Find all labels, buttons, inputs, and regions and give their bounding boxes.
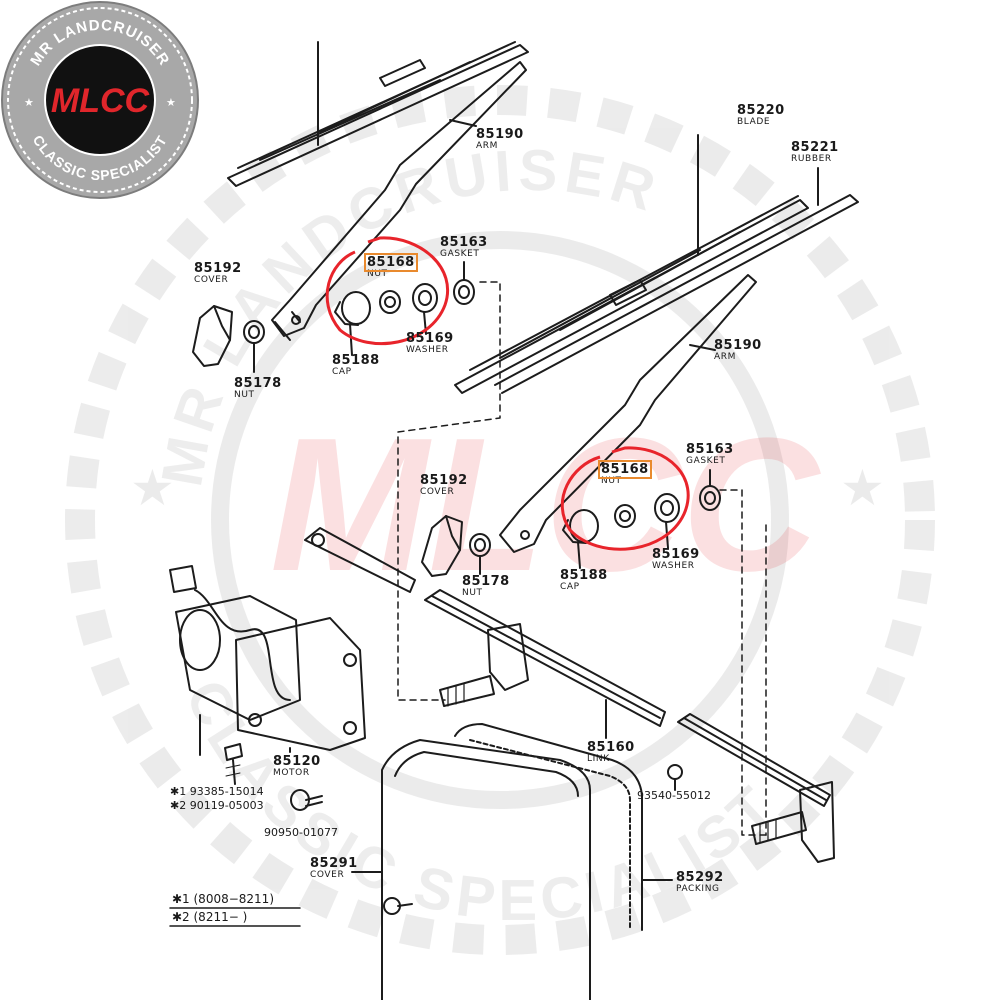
legend-line-1: ✱1 (8008−8211) (172, 892, 274, 906)
top-nut-85168 (379, 290, 401, 314)
label-bolt-93385: ✱1 93385-15014 (170, 785, 264, 798)
top-nut-85178 (243, 320, 265, 373)
label-bolt-93540: 93540-55012 (637, 789, 711, 802)
watermark-mark: MLCC (270, 399, 822, 611)
svg-text:★: ★ (24, 96, 34, 109)
wiper-motor-85120 (169, 565, 366, 756)
label-bolt-90119: ✱2 90119-05003 (170, 799, 264, 812)
bolt-93540 (667, 764, 683, 791)
top-gasket-85163 (453, 261, 475, 305)
packing-85292 (454, 723, 673, 931)
top-washer-85169 (412, 283, 438, 335)
top-cap-85188 (334, 291, 371, 356)
svg-text:★: ★ (130, 459, 175, 517)
bottom-nut-85168 (614, 504, 636, 528)
right-blade-85220 (454, 134, 809, 394)
logo-bottom-text: CLASSIC SPECIALIST (30, 132, 170, 183)
svg-text:★: ★ (166, 96, 176, 109)
top-arm (271, 61, 527, 341)
bottom-nut-85178 (469, 533, 491, 575)
bottom-gasket-85163 (699, 469, 721, 511)
logo-text-layer: MR LANDCRUISER CLASSIC SPECIALIST MLCC (27, 17, 173, 183)
mlcc-logo: ★ ★ (1, 1, 199, 199)
link-85160 (304, 527, 835, 863)
top-cover-85192 (192, 305, 233, 367)
assembly-dashed-lines (397, 281, 771, 836)
right-arm-85190 (499, 274, 757, 553)
logo-mark: MLCC (51, 82, 150, 120)
highlight-circle-top (325, 236, 449, 346)
watermark-gear: ★ ★ (65, 85, 935, 955)
motor-cover-85291 (351, 739, 591, 1000)
highlight-circle-bottom (560, 446, 690, 551)
right-rubber-85221 (494, 167, 859, 394)
top-blade (227, 41, 529, 187)
bottom-cover-85192 (421, 515, 463, 577)
bolt-93385 (224, 743, 243, 785)
legend-line-2: ✱2 (8211− ) (172, 910, 248, 924)
logo-top-text: MR LANDCRUISER (27, 17, 173, 69)
svg-text:★: ★ (840, 459, 885, 517)
bottom-screw (383, 897, 413, 915)
label-bolt-90950: 90950-01077 (264, 826, 338, 839)
bolt-90950 (290, 789, 323, 811)
